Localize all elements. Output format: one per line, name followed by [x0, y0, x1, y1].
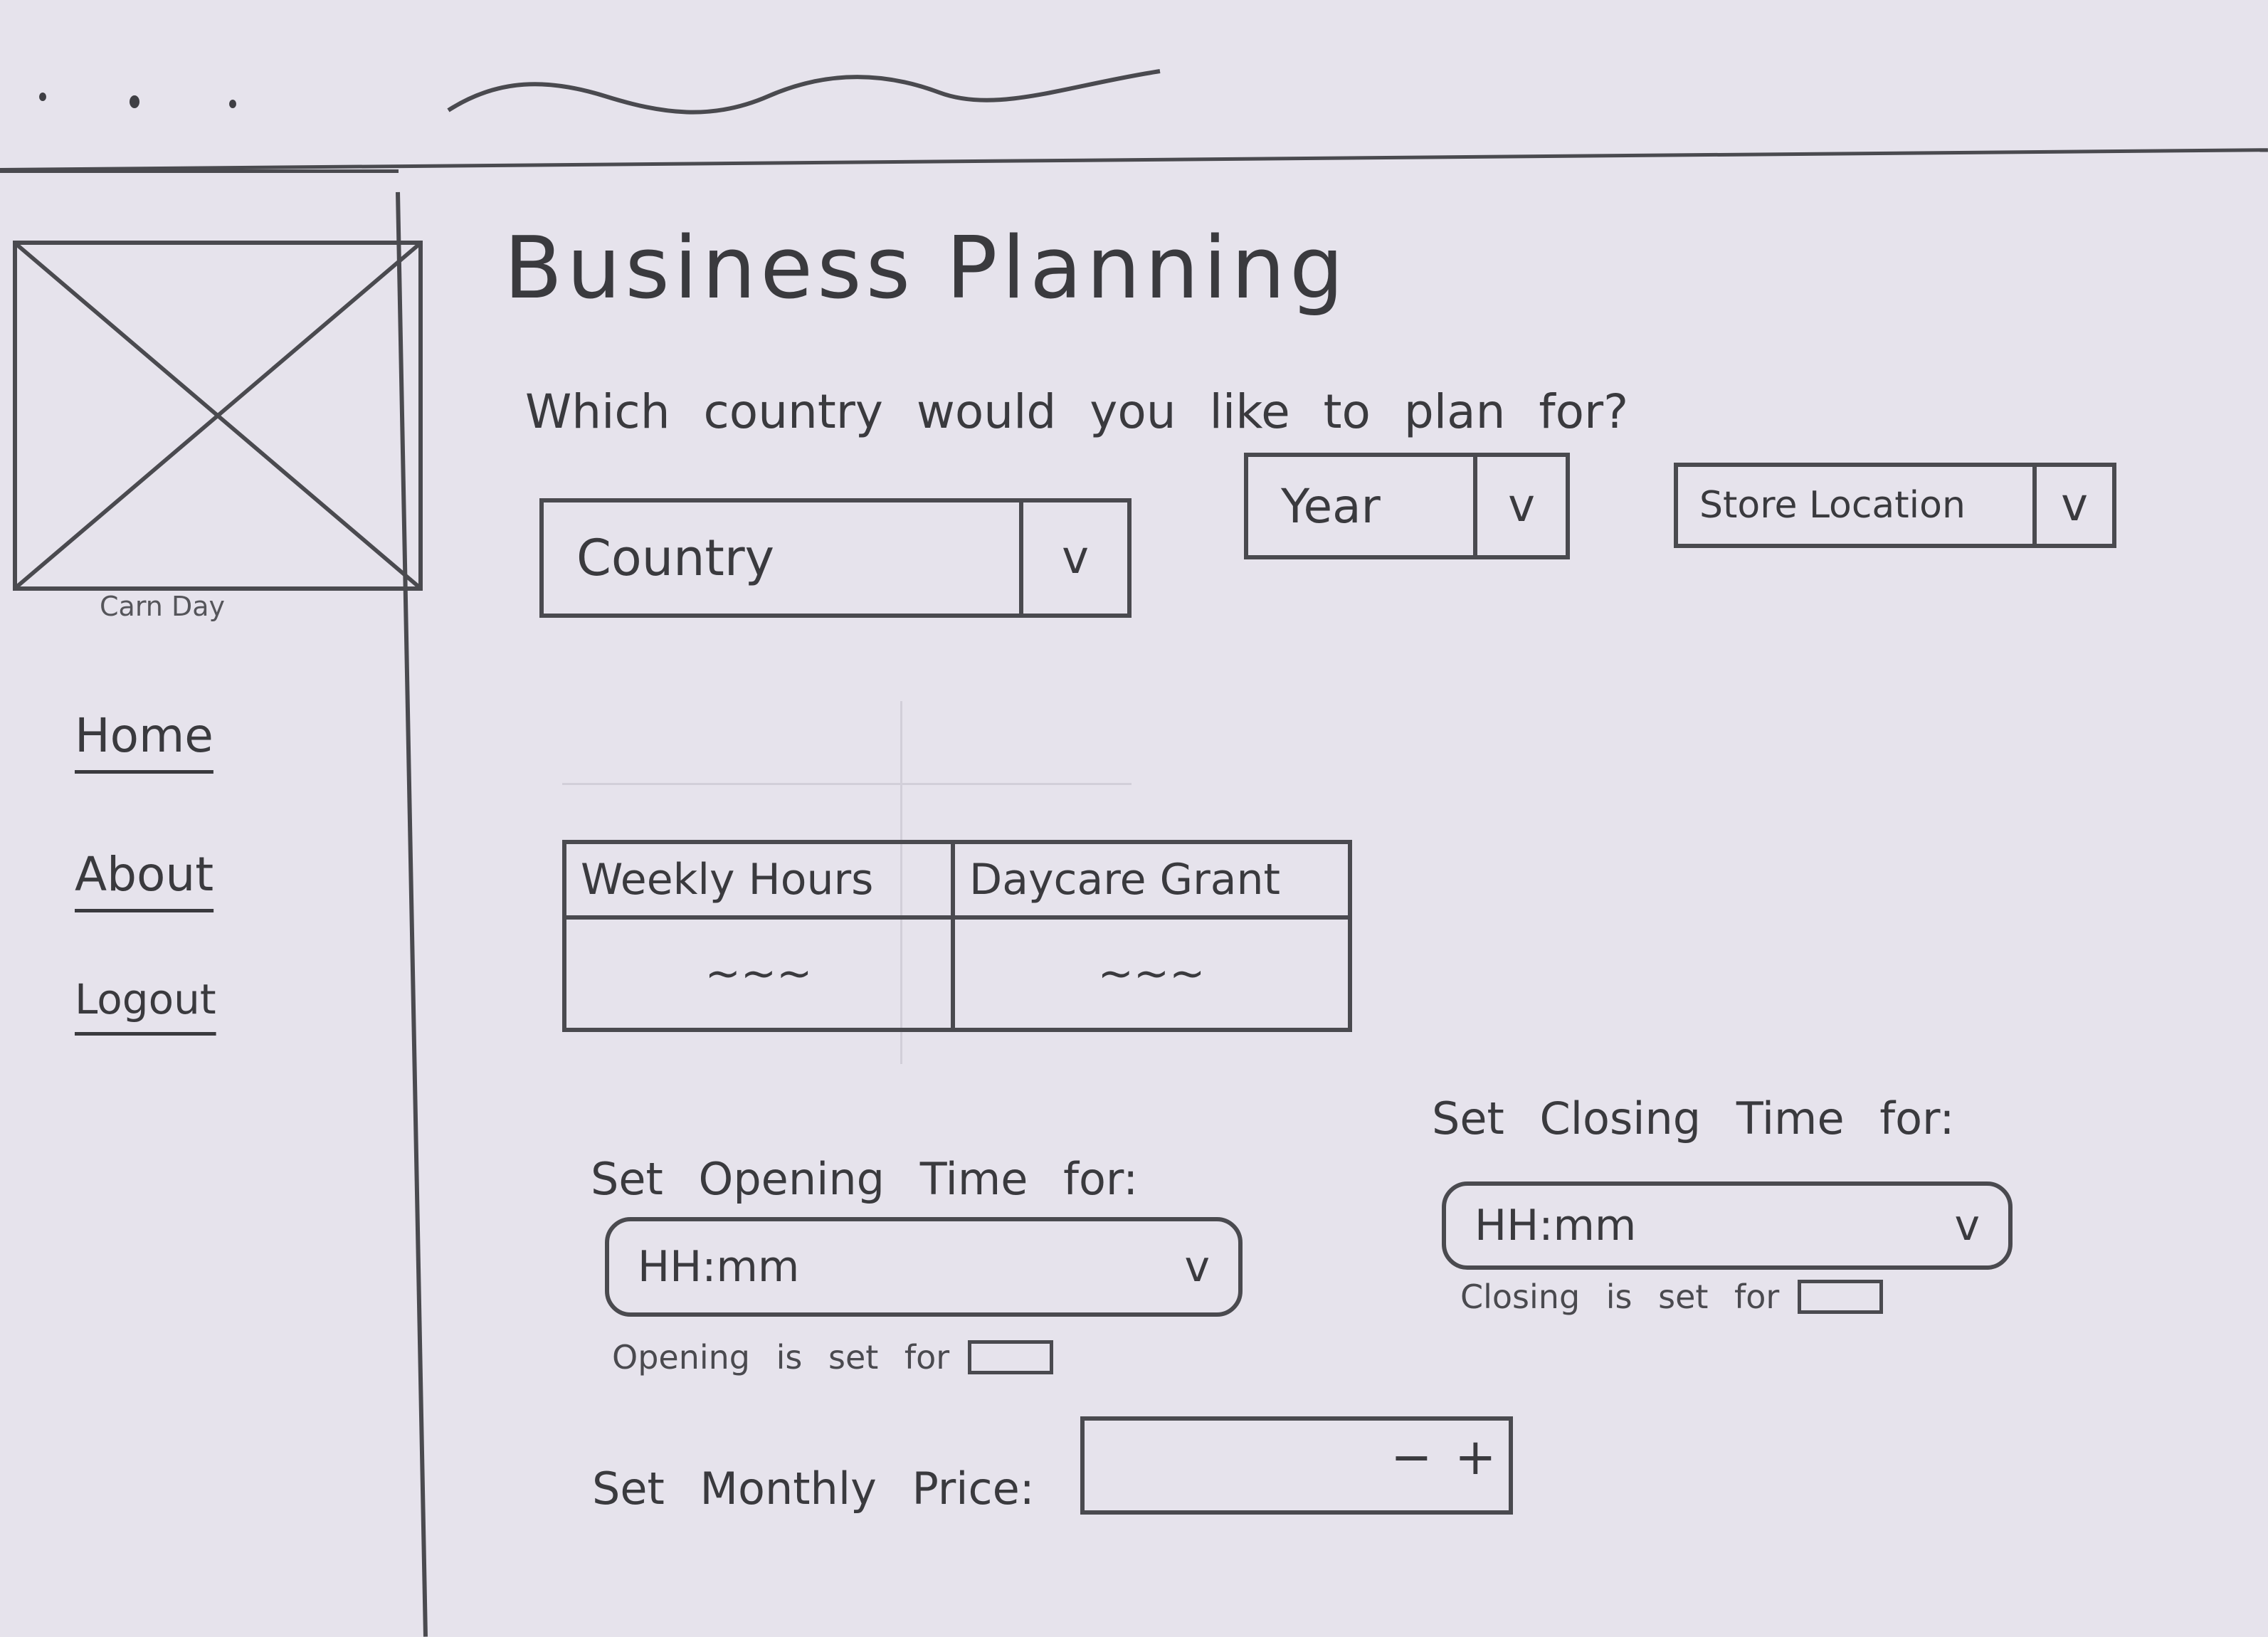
table-header-weekly-hours: Weekly Hours [581, 855, 874, 905]
erased-sketch-line [900, 701, 902, 1064]
decrement-button[interactable]: − [1391, 1428, 1433, 1486]
store-location-select-value: Store Location [1699, 484, 1966, 527]
monthly-price-label: Set Monthly Price: [592, 1463, 1035, 1515]
closing-status-value-box [1798, 1280, 1884, 1314]
logo-caption: Carn Day [100, 591, 225, 622]
closing-time-value: HH:mm [1475, 1201, 1637, 1251]
country-question: Which country would you like to plan for… [525, 384, 1629, 439]
logo-placeholder-image [13, 241, 423, 591]
opening-time-value: HH:mm [638, 1242, 800, 1292]
opening-status-text: Opening is set for [612, 1338, 950, 1377]
sidebar-item-home[interactable]: Home [75, 708, 213, 763]
table-header-daycare-grant: Daycare Grant [969, 855, 1281, 905]
window-control-minimize[interactable] [130, 95, 139, 108]
chevron-down-icon: v [1184, 1242, 1210, 1292]
chevron-down-icon: v [1473, 457, 1566, 555]
country-select[interactable]: Country v [539, 498, 1132, 618]
closing-status-text: Closing is set for [1460, 1278, 1780, 1316]
closing-time-select[interactable]: HH:mm v [1442, 1181, 2013, 1270]
erased-sketch-line [562, 783, 1132, 785]
window-control-close[interactable] [39, 93, 46, 101]
chevron-down-icon: v [1019, 502, 1127, 614]
table-cell-daycare-grant: ~~~ [1097, 949, 1206, 999]
closing-time-label: Set Closing Time for: [1432, 1093, 1955, 1144]
window-control-maximize[interactable] [229, 100, 236, 108]
titlebar-divider-left [0, 169, 399, 173]
chevron-down-icon: v [2032, 467, 2112, 544]
increment-button[interactable]: + [1455, 1428, 1497, 1486]
grant-table: Weekly Hours Daycare Grant ~~~ ~~~ [562, 840, 1352, 1032]
country-select-value: Country [576, 529, 775, 587]
monthly-price-stepper[interactable]: − + [1080, 1416, 1513, 1515]
chevron-down-icon: v [1954, 1201, 1980, 1251]
sidebar-item-logout[interactable]: Logout [75, 975, 216, 1023]
window-title-scribble [447, 69, 1161, 115]
opening-time-select[interactable]: HH:mm v [605, 1217, 1243, 1317]
year-select[interactable]: Year v [1244, 453, 1570, 559]
store-location-select[interactable]: Store Location v [1674, 463, 2116, 548]
titlebar-divider [0, 148, 2268, 172]
sidebar-item-about[interactable]: About [75, 847, 214, 902]
opening-time-label: Set Opening Time for: [591, 1153, 1139, 1205]
table-cell-weekly-hours: ~~~ [705, 949, 813, 999]
opening-status: Opening is set for [612, 1338, 1054, 1377]
table-column-divider [951, 844, 955, 1028]
year-select-value: Year [1281, 478, 1381, 534]
opening-status-value-box [968, 1340, 1054, 1374]
closing-status: Closing is set for [1460, 1278, 1884, 1316]
table-header-divider [566, 915, 1348, 920]
page-title: Business Planning [504, 219, 1349, 318]
